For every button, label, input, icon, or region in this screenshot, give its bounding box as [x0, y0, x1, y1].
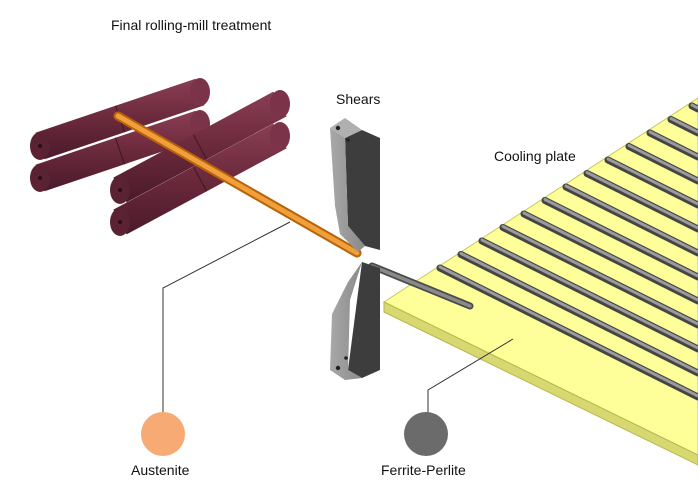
cooling-plate-label: Cooling plate	[494, 148, 576, 164]
cooling-rod	[667, 116, 698, 137]
cooling-plate	[382, 97, 698, 466]
hot-bar	[113, 111, 362, 258]
roller	[110, 122, 290, 236]
ferrite-perlite-marker	[404, 412, 448, 456]
upper-shear-blade	[330, 118, 380, 252]
austenite-label: Austenite	[131, 462, 190, 478]
rolling-mill-rollers	[30, 78, 290, 236]
cold-bar	[368, 262, 474, 310]
lower-shear-blade	[330, 262, 380, 380]
cooling-rod	[436, 264, 698, 401]
cooling-rod	[562, 183, 698, 257]
cooling-rod	[583, 170, 698, 233]
cooling-rod	[541, 197, 698, 281]
cooling-rods	[436, 102, 698, 401]
shears	[330, 118, 380, 380]
hot-bar-highlight	[115, 113, 360, 256]
cooling-rod	[646, 129, 698, 161]
cooling-rod	[625, 143, 698, 185]
cold-bar-highlight	[370, 264, 472, 308]
shears-label: Shears	[336, 91, 381, 107]
cooling-rod	[457, 251, 698, 377]
cooling-rod	[688, 102, 698, 113]
diagram-title: Final rolling-mill treatment	[111, 17, 272, 33]
austenite-marker	[141, 412, 185, 456]
cooling-rod	[604, 156, 698, 209]
ferrite-perlite-leader-line	[427, 338, 514, 418]
cooling-rod	[499, 224, 698, 329]
austenite-leader-line	[162, 221, 291, 418]
cooling-rod	[520, 210, 698, 305]
cooling-rod	[478, 237, 698, 353]
ferrite-perlite-label: Ferrite-Perlite	[381, 462, 466, 478]
roller	[110, 90, 290, 204]
cooling-plate-edge	[383, 301, 698, 466]
